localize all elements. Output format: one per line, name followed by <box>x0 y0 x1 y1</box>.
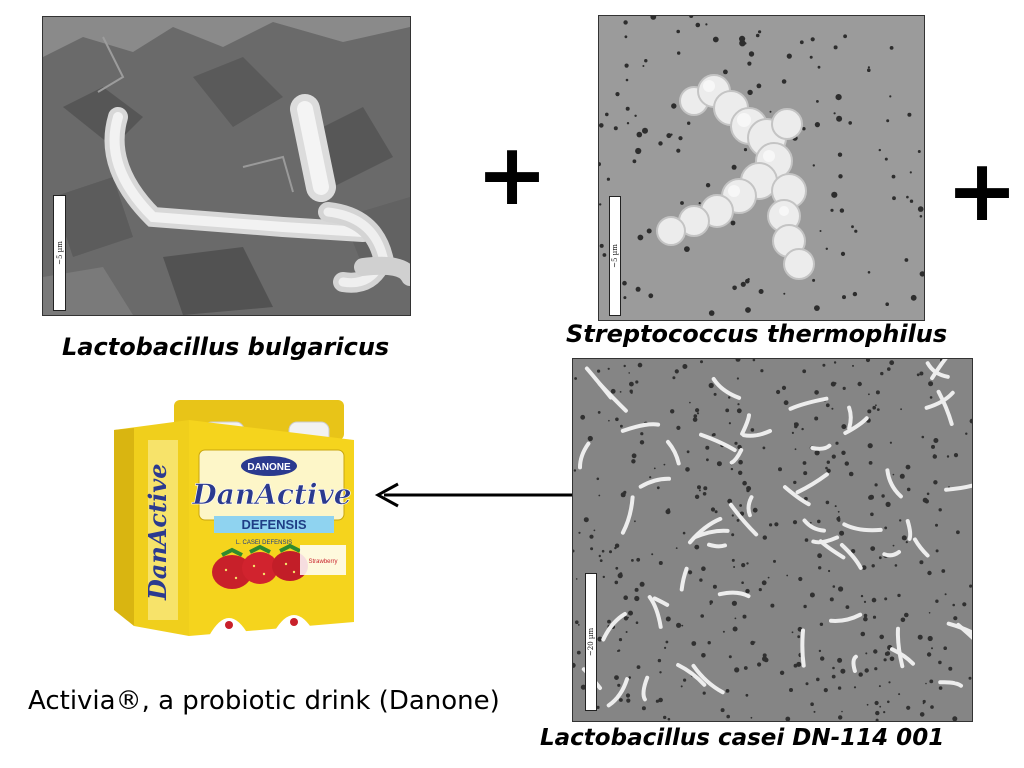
scale-bar-label: ~5 µm <box>55 241 64 265</box>
scale-bar: ~5 µm <box>53 195 66 311</box>
caption-lactobacillus-casei: Lactobacillus casei DN-114 001 <box>540 725 945 751</box>
scale-bar-label: ~20 µm <box>587 627 595 657</box>
product-name-text: DanActive <box>191 478 351 511</box>
caption-activia: Activia®, a probiotic drink (Danone) <box>28 686 500 716</box>
scale-bar-label: ~5 µm <box>611 244 619 268</box>
variant-text: DEFENSIS <box>241 517 306 532</box>
plus-sign-1: + <box>476 125 549 225</box>
danactive-product-image: DANONE DanActive DEFENSIS L. CASEI DEFEN… <box>104 400 366 636</box>
arrow-left-icon <box>374 482 576 508</box>
caption-streptococcus-thermophilus: Streptococcus thermophilus <box>566 320 948 348</box>
micrograph-lactobacillus-casei: ~20 µm <box>572 358 973 722</box>
flavor-text: Strawberry <box>308 559 337 565</box>
plus-sign-2: + <box>946 141 1019 241</box>
micrograph-lactobacillus-bulgaricus: ~5 µm <box>42 16 411 316</box>
scale-bar: ~5 µm <box>609 196 621 316</box>
caption-lactobacillus-bulgaricus: Lactobacillus bulgaricus <box>62 333 390 361</box>
brand-text: DANONE <box>247 462 291 473</box>
scale-bar: ~20 µm <box>585 573 597 711</box>
side-product-name: DanActive <box>143 464 172 601</box>
micrograph-streptococcus-thermophilus: ~5 µm <box>598 15 925 321</box>
tagline-text: L. CASEI DEFENSIS <box>236 540 292 546</box>
